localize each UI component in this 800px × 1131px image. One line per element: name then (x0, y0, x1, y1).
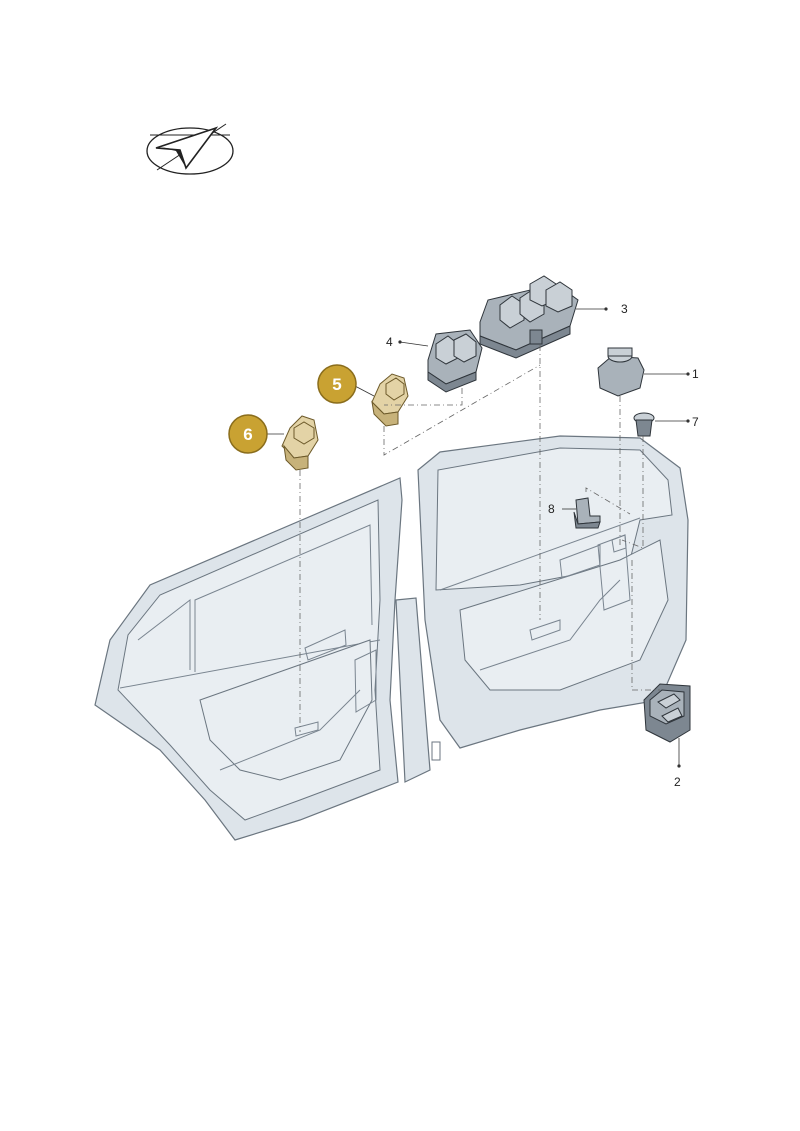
badge-6-label: 6 (243, 425, 252, 444)
leader-lines (266, 307, 690, 768)
part-6-window-switch[interactable] (281, 415, 319, 471)
brand-logo-icon (146, 123, 234, 175)
badge-6[interactable]: 6 (228, 414, 268, 454)
part-5-window-switch[interactable] (371, 373, 409, 427)
badge-5-label: 5 (332, 375, 341, 394)
front-door (417, 435, 689, 749)
part-7-clip[interactable] (633, 412, 655, 437)
part-2-window-switch[interactable] (643, 683, 691, 743)
badge-5[interactable]: 5 (317, 364, 357, 404)
connection-lines (299, 345, 660, 732)
callout-8: 8 (548, 502, 555, 516)
part-8-bracket[interactable] (573, 497, 601, 529)
rear-door (94, 477, 403, 841)
door-pillar (395, 597, 441, 783)
part-3-master-window-switch[interactable] (479, 275, 579, 359)
part-1-mirror-switch[interactable] (597, 347, 645, 397)
callout-3: 3 (621, 302, 628, 316)
callout-4: 4 (386, 335, 393, 349)
callout-1: 1 (692, 367, 699, 381)
callout-7: 7 (692, 415, 699, 429)
part-4-window-switch[interactable] (427, 329, 483, 393)
callout-labels: 3 4 1 7 8 2 (386, 302, 699, 789)
callout-2: 2 (674, 775, 681, 789)
